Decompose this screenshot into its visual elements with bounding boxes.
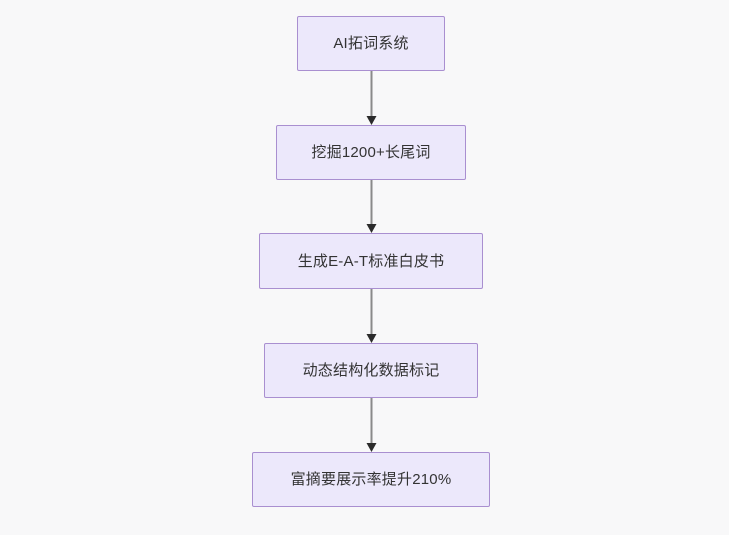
flowchart-node-label: 挖掘1200+长尾词 <box>311 144 431 161</box>
flowchart-node-n5[interactable]: 富摘要展示率提升210% <box>252 452 490 507</box>
arrow-head-icon <box>366 443 376 452</box>
arrow-head-icon <box>366 224 376 233</box>
edge-line <box>370 71 372 116</box>
flowchart-node-n3[interactable]: 生成E-A-T标准白皮书 <box>259 233 483 289</box>
flowchart-edge-n1-n2 <box>366 71 377 125</box>
flowchart-node-label: 富摘要展示率提升210% <box>290 471 452 488</box>
edge-line <box>370 180 372 224</box>
flowchart-node-n2[interactable]: 挖掘1200+长尾词 <box>276 125 466 180</box>
flowchart-edge-n4-n5 <box>366 398 377 452</box>
flowchart-node-label: AI拓词系统 <box>333 35 409 52</box>
arrow-head-icon <box>366 116 376 125</box>
edge-line <box>370 398 372 443</box>
flowchart-node-label: 动态结构化数据标记 <box>302 362 440 379</box>
flowchart-node-label: 生成E-A-T标准白皮书 <box>297 252 445 270</box>
edge-line <box>370 289 372 334</box>
flowchart-node-n4[interactable]: 动态结构化数据标记 <box>264 343 478 398</box>
arrow-head-icon <box>366 334 376 343</box>
flowchart-edge-n3-n4 <box>366 289 377 343</box>
flowchart-node-n1[interactable]: AI拓词系统 <box>297 16 445 71</box>
flowchart-edge-n2-n3 <box>366 180 377 233</box>
